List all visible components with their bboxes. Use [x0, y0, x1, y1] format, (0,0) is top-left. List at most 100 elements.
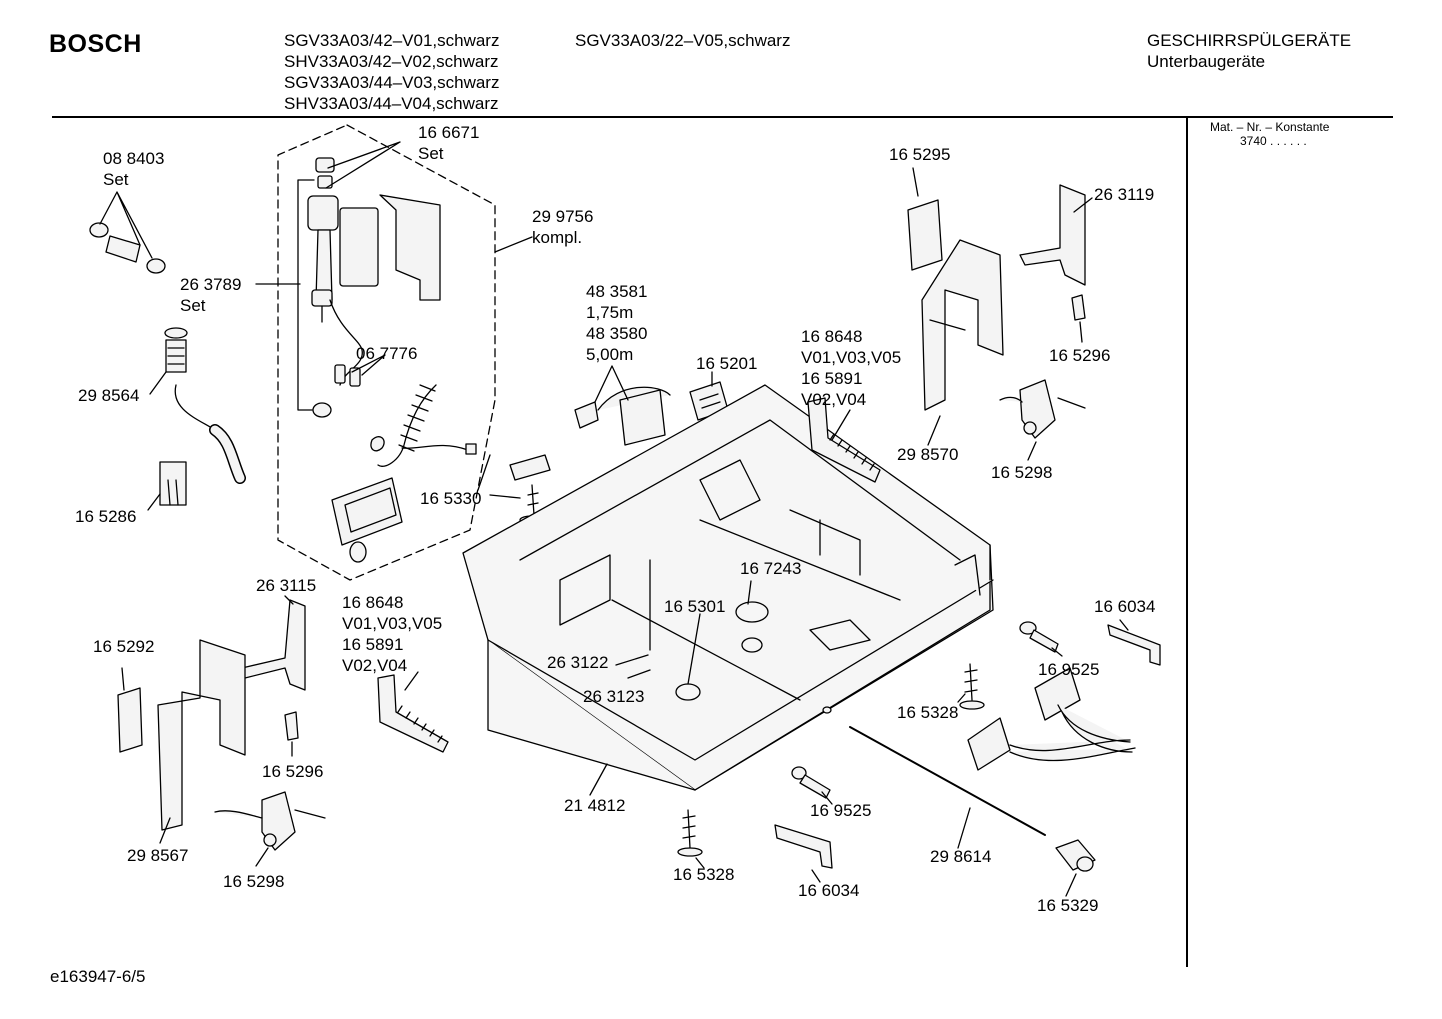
screw-169525b: [791, 766, 831, 799]
valve-wire: [329, 299, 363, 386]
part-number: 16 8648: [801, 327, 863, 346]
label-263115: 26 3115: [256, 575, 316, 596]
part-number: 29 8570: [897, 445, 959, 464]
part-number: 16 5301: [664, 597, 726, 616]
part-number: 16 5296: [1049, 346, 1111, 365]
part-number: 26 3115: [256, 576, 317, 595]
leader-module-lower: [477, 454, 491, 491]
part-note: Set: [418, 144, 444, 163]
part-number: 16 5328: [897, 703, 959, 722]
part-note: 5,00m: [586, 345, 634, 364]
label-165296-upper: 16 5296: [1049, 345, 1110, 366]
part-number: 08 8403: [103, 149, 165, 168]
part-number: 26 3119: [1094, 185, 1155, 204]
label-167243: 16 7243: [740, 558, 801, 579]
hose-clip: [370, 436, 385, 452]
model-list-primary: SGV33A03/42–V01,schwarz SHV33A03/42–V02,…: [284, 30, 499, 114]
material-number-value: 3740 . . . . . .: [1240, 134, 1307, 148]
part-number: 16 6671: [418, 123, 480, 142]
leader-263119: [1073, 197, 1093, 213]
leader-298570: [927, 415, 941, 446]
clip-set-088403: [89, 222, 166, 274]
label-169525-lower: 16 9525: [810, 800, 871, 821]
part-number: 26 3123: [583, 687, 645, 706]
sensor-165298b: [214, 791, 326, 851]
material-number-block: Mat. – Nr. – Konstante 3740 . . . . . .: [1210, 120, 1329, 148]
module-outline-dashed: [277, 124, 496, 581]
leader-168648b: [404, 671, 419, 691]
label-166671: 16 6671 Set: [418, 122, 479, 164]
part-number: 29 9756: [532, 207, 594, 226]
leader-165328a: [957, 693, 966, 703]
exploded-parts-drawing: [89, 124, 1161, 897]
sensor-165298a: [999, 379, 1086, 439]
label-165301: 16 5301: [664, 596, 725, 617]
clip-165296b: [284, 711, 299, 741]
part-number: 29 8564: [78, 386, 140, 405]
part-number: 16 6034: [1094, 597, 1156, 616]
category-subtitle: Unterbaugeräte: [1147, 52, 1266, 71]
bracket-298567: [157, 639, 246, 831]
base-tub-214812: [462, 384, 994, 791]
leader-165292: [121, 667, 125, 691]
valve-nut: [312, 402, 332, 418]
label-263119: 26 3119: [1094, 184, 1154, 205]
leader-165295: [912, 167, 919, 197]
label-263789: 26 3789 Set: [180, 274, 241, 316]
category-title: GESCHIRRSPÜLGERÄTE: [1147, 31, 1352, 50]
part-number: 16 5201: [696, 354, 758, 373]
label-165329: 16 5329: [1037, 895, 1098, 916]
model-list-secondary: SGV33A03/22–V05,schwarz: [575, 30, 790, 51]
leader-166671: [325, 141, 401, 189]
cable-483581: [574, 386, 671, 446]
plug-166034a: [1107, 624, 1161, 666]
foot-165328b: [677, 809, 703, 857]
part-number: 16 9525: [1038, 660, 1100, 679]
part-number: 16 5298: [223, 872, 285, 891]
foot-165328a: [959, 663, 985, 710]
spring-168648-upper: [807, 397, 881, 483]
leader-169525a: [1051, 647, 1063, 657]
sidebar-divider: [1186, 117, 1188, 967]
label-165298-upper: 16 5298: [991, 462, 1052, 483]
part-number: 16 7243: [740, 559, 802, 578]
label-483581: 48 3581 1,75m 48 3580 5,00m: [586, 281, 647, 365]
part-number: 16 5328: [673, 865, 735, 884]
drawing-code: e163947-6/5: [50, 967, 146, 986]
leader-067776: [351, 354, 386, 376]
label-165330: 16 5330: [420, 488, 481, 509]
leader-165328b: [695, 857, 705, 869]
part-number: 16 5298: [991, 463, 1053, 482]
part-number: 16 5292: [93, 637, 155, 656]
model-line: SGV33A03/22–V05,schwarz: [575, 31, 791, 50]
part-number: 29 8567: [127, 846, 189, 865]
part-number: 21 4812: [564, 796, 626, 815]
model-line: SGV33A03/44–V03,schwarz: [284, 73, 500, 92]
label-165295: 16 5295: [889, 144, 950, 165]
leader-165330: [489, 494, 521, 499]
part-number: 26 3789: [180, 275, 242, 294]
leader-165301: [687, 613, 701, 685]
part-note: 1,75m: [586, 303, 634, 322]
leader-298567: [159, 817, 171, 844]
rod-298614: [849, 726, 1046, 836]
leader-165298b: [255, 847, 269, 867]
leader-165329: [1065, 873, 1077, 897]
model-line: SHV33A03/42–V02,schwarz: [284, 52, 499, 71]
part-note: Set: [180, 296, 206, 315]
part-number: 16 5891: [801, 369, 863, 388]
label-165286: 16 5286: [75, 506, 136, 527]
label-168648-upper: 16 8648 V01,V03,V05 16 5891 V02,V04: [801, 326, 901, 410]
label-165292: 16 5292: [93, 636, 154, 657]
bracket-263115: [241, 599, 306, 691]
wiring-harness: [967, 667, 1136, 771]
bracket-263119: [1019, 184, 1086, 286]
label-298564: 29 8564: [78, 385, 139, 406]
bracket-298570: [921, 239, 1004, 411]
leader-483581: [594, 365, 629, 403]
part-note: V01,V03,V05: [342, 614, 443, 633]
module-wire: [401, 444, 469, 451]
label-165201: 16 5201: [696, 353, 757, 374]
part-number: 48 3581: [586, 282, 648, 301]
leader-298564: [149, 371, 167, 395]
